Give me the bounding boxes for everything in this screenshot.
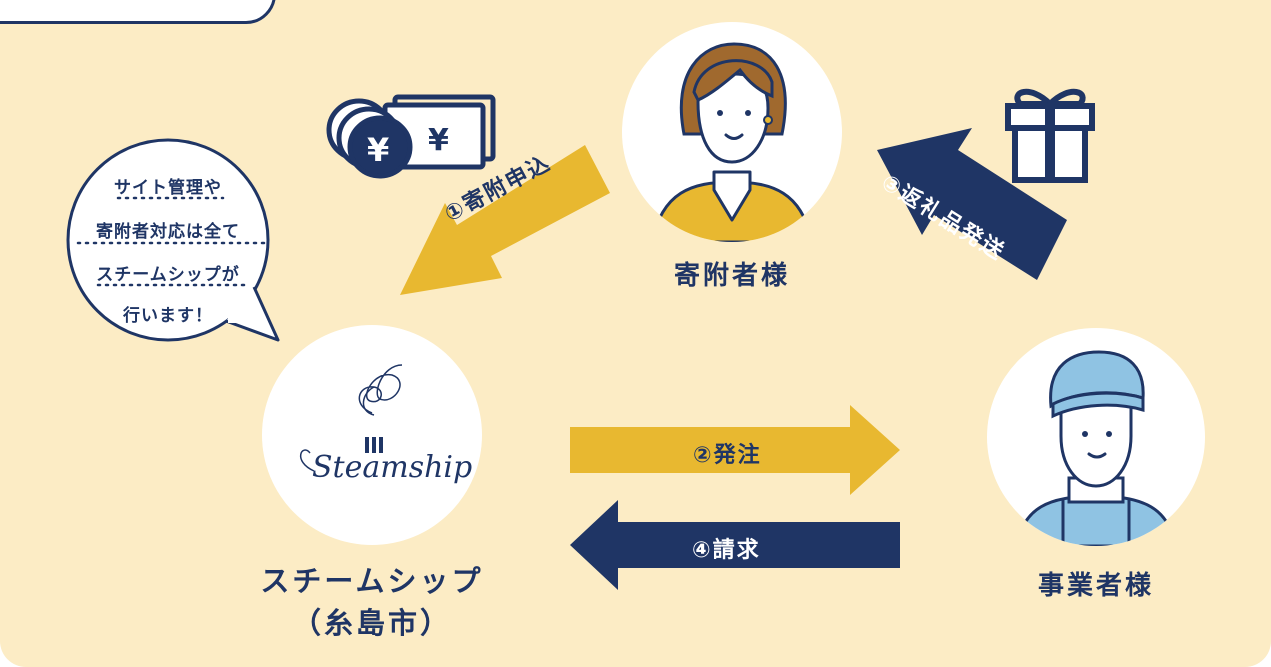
invoice-arrow-label: ④請求 bbox=[692, 538, 761, 563]
bubble-line-3: スチームシップが bbox=[96, 265, 240, 285]
ship-gift-arrow bbox=[877, 128, 1067, 280]
donor-avatar bbox=[622, 22, 842, 242]
gift-box-icon bbox=[1005, 88, 1095, 183]
bubble-line-1: サイト管理や bbox=[114, 178, 222, 198]
yen-money-icon: ¥ ¥ bbox=[326, 94, 496, 179]
steamship-logo-text: Steamship bbox=[312, 450, 472, 485]
apply-arrow bbox=[400, 145, 610, 295]
donor-label: 寄附者様 bbox=[673, 261, 790, 291]
svg-text:¥: ¥ bbox=[428, 123, 449, 158]
worker-illustration bbox=[1015, 350, 1177, 546]
speech-bubble-text: サイト管理や 寄附者対応は全て スチームシップが 行います！ bbox=[68, 135, 268, 345]
svg-text:¥: ¥ bbox=[367, 131, 389, 169]
bubble-line-2: 寄附者対応は全て bbox=[96, 222, 240, 242]
business-avatar bbox=[987, 328, 1205, 546]
invoice-arrow bbox=[570, 500, 900, 590]
steamship-avatar: Steamship bbox=[262, 325, 482, 545]
woman-illustration bbox=[650, 42, 814, 242]
speech-bubble-shape bbox=[66, 138, 280, 342]
business-label: 事業者様 bbox=[1037, 571, 1154, 601]
steamship-label-line2: （糸島市） bbox=[291, 606, 452, 640]
order-arrow-label: ②発注 bbox=[693, 443, 762, 468]
order-arrow bbox=[570, 405, 900, 495]
bubble-line-4: 行います！ bbox=[123, 306, 213, 326]
header-tab bbox=[0, 0, 276, 24]
steamship-label-line1: スチームシップ bbox=[260, 564, 484, 598]
steamship-logo: Steamship bbox=[300, 364, 472, 485]
